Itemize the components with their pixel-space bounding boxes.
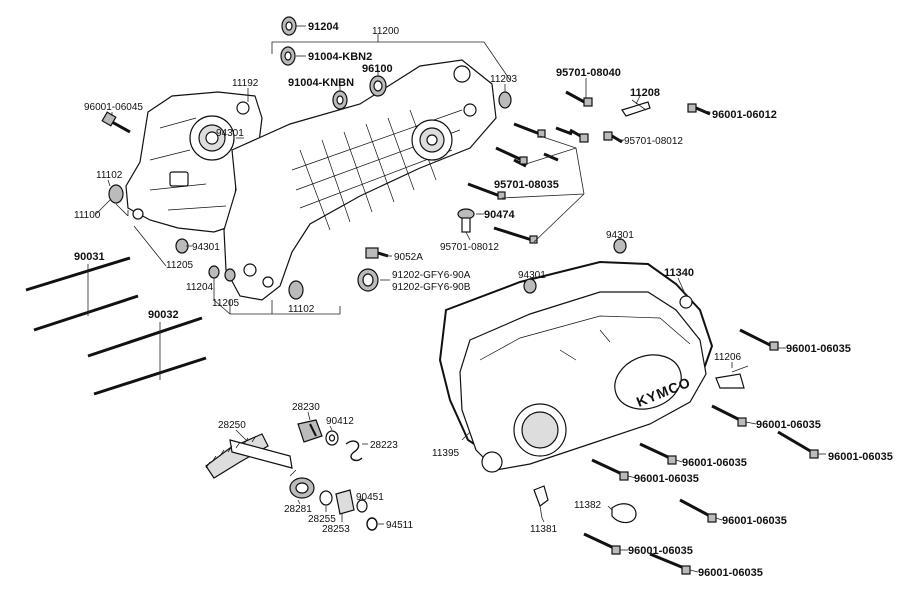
label-95701-08040: 95701-08040 [556,67,621,79]
label-28223: 28223 [370,440,398,451]
label-96100: 96100 [362,63,393,75]
oil-plug-9052a [365,247,389,259]
bearing-91004-knbn [332,90,348,110]
dowel-11203 [498,91,512,109]
dowel-94301-cover-left [523,278,537,294]
dowel-11102-lower [288,280,304,300]
kick-spindle-28250 [205,433,293,479]
label-11200: 11200 [372,26,400,37]
return-spring-28281 [289,469,315,499]
label-11205-a: 11205 [166,260,194,271]
label-96001-06035-e: 96001-06035 [634,473,699,485]
label-28253: 28253 [322,524,350,535]
label-95701-08012-b: 95701-08012 [440,242,499,253]
fitting-11381 [533,485,549,519]
label-91004-kbn2: 91004-KBN2 [308,51,372,63]
right-crankcase-half [223,59,497,301]
label-96001-06035-c: 96001-06035 [828,451,893,463]
label-11203: 11203 [490,74,518,85]
label-96001-06045: 96001-06045 [84,102,143,113]
stud-bolt-90032 [87,316,207,396]
label-95701-08035: 95701-08035 [494,179,559,191]
bearing-91204 [281,16,297,36]
label-95701-08012-a: 95701-08012 [624,136,683,147]
kick-pinion-28230 [297,419,323,443]
bolt-95701-08012-upper [603,131,623,144]
label-11340: 11340 [664,267,694,279]
label-28255: 28255 [308,514,336,525]
oil-filler-90474 [457,208,475,233]
cover-bolts-96001-06035 [583,328,819,575]
leader-lines [95,25,826,573]
dowel-11102-upper [108,184,124,204]
label-90412: 90412 [326,416,354,427]
label-90031: 90031 [74,251,105,263]
label-11100: 11100 [74,210,101,221]
label-96001-06035-h: 96001-06035 [698,567,763,579]
label-9052a: 9052A [394,252,423,263]
label-11206: 11206 [714,352,742,363]
label-11382: 11382 [574,500,602,511]
label-91004-knbn: 91004-KNBN [288,77,354,89]
bearing-91004-kbn2 [280,46,296,66]
label-94301-c: 94301 [606,230,634,241]
label-90451: 90451 [356,492,384,503]
label-91202-gfy6-90a: 91202-GFY6-90A [392,270,471,281]
label-91202-gfy6-90b: 91202-GFY6-90B [392,282,471,293]
left-crankcase-cover-11395 [459,291,707,473]
label-94301-b: 94301 [192,242,220,253]
collar-28253 [335,489,355,515]
bolts-95701-08040 [565,90,593,143]
label-96001-06012: 96001-06012 [712,109,777,121]
label-11205-b: 11205 [212,298,240,309]
label-11381: 11381 [530,524,558,535]
washer-90412 [325,430,339,446]
label-96001-06035-b: 96001-06035 [756,419,821,431]
bolt-96001-06012 [687,103,711,116]
label-94301-a: 94301 [216,128,244,139]
label-11208: 11208 [630,87,660,99]
left-crankcase-half [125,91,263,233]
label-11204: 11204 [186,282,214,293]
label-96001-06035-f: 96001-06035 [722,515,787,527]
bracket-11208 [621,99,651,117]
oil-seal-91202 [357,268,379,292]
label-11192: 11192 [232,78,259,89]
label-11395: 11395 [432,448,460,459]
label-28230: 28230 [292,402,320,413]
label-96001-06035-g: 96001-06035 [628,545,693,557]
label-28250: 28250 [218,420,246,431]
bushing-28255 [319,490,333,506]
label-28281: 28281 [284,504,312,515]
bolts-95701-08035 [467,122,585,244]
clip-11382 [611,503,637,524]
stud-bolt-90031 [25,256,139,332]
label-90474: 90474 [484,209,515,221]
label-91204: 91204 [308,21,339,33]
label-94301-d: 94301 [518,270,546,281]
label-96001-06035-a: 96001-06035 [786,343,851,355]
label-11102-b: 11102 [288,304,315,315]
label-94511: 94511 [386,520,414,531]
circlip-94511 [366,517,378,531]
dowel-94301-cover-top [613,238,627,254]
group-bracket-lower [229,300,341,315]
bearing-96100 [369,75,387,97]
spring-clip-28223 [345,440,363,462]
bracket-11206 [715,365,749,389]
dowel-11204 [208,265,236,282]
label-11102-a: 11102 [96,170,123,181]
bolt-96001-06045 [101,111,131,134]
label-90032: 90032 [148,309,179,321]
part-labels: 91204 11200 91004-KBN2 96100 91004-KNBN … [74,21,893,579]
label-96001-06035-d: 96001-06035 [682,457,747,469]
